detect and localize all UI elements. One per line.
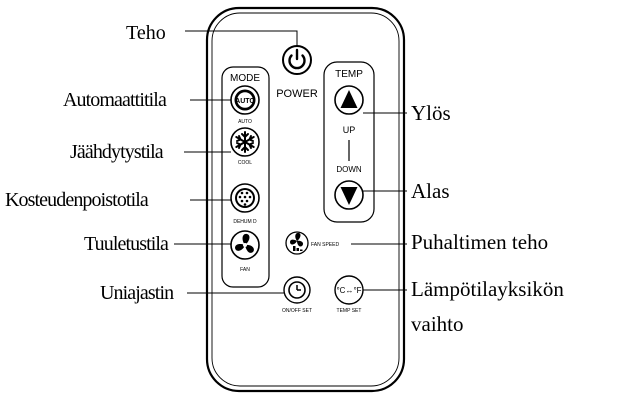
fan-speed-icon [290,232,304,251]
mode-group-frame [221,66,270,288]
callout-alas: Alas [411,179,450,203]
temp-label: TEMP [335,69,363,80]
dehum-label: DEHUM D [233,219,257,225]
callout-ylos: Ylös [411,101,451,125]
callout-teho: Teho [126,22,166,44]
up-button[interactable] [334,85,364,115]
cool-button[interactable] [230,127,260,157]
temp-set-label: TEMP SET [337,308,362,314]
temp-group-frame [323,61,375,223]
callout-uniajastin: Uniajastin [100,282,174,304]
up-triangle-icon [340,90,358,108]
down-button[interactable] [334,180,364,210]
leader-teho [185,30,298,46]
mode-label: MODE [230,73,260,84]
callout-vaihto: vaihto [411,312,464,336]
snowflake-icon [235,131,255,153]
fan-button[interactable] [230,230,260,260]
leader-lines [174,30,407,294]
callout-jaahdytystila: Jäähdytystila [70,141,164,163]
power-icon [288,48,306,70]
up-label: UP [343,125,356,135]
auto-label: AUTO [238,119,252,125]
power-button[interactable] [282,45,312,75]
temp-unit-button[interactable]: °C↔°F [334,275,364,305]
cool-label: COOL [238,160,252,166]
callout-lampotilayksikon: Lämpötilayksikön [411,277,564,301]
fan-label: FAN [240,267,250,273]
down-triangle-icon [340,187,358,205]
auto-icon: AUTO [234,89,256,111]
callout-kosteudenpoistotila: Kosteudenpoistotila [5,189,149,211]
auto-button[interactable]: AUTO [230,85,260,115]
temperature-unit-icon: °C↔°F [336,286,361,295]
auto-icon-text: AUTO [235,98,255,105]
fan-speed-button[interactable] [285,231,309,255]
clock-icon [288,281,306,299]
power-label: POWER [276,88,318,100]
callout-automaattitila: Automaattitila [63,89,167,111]
down-label: DOWN [336,165,362,174]
timer-button[interactable] [283,276,311,304]
fan-icon [235,233,254,253]
fan-speed-label: FAN SPEED [311,242,339,248]
dehum-button[interactable] [230,183,260,213]
callout-tuuletustila: Tuuletustila [84,233,169,255]
droplets-icon [235,188,255,208]
onoff-set-label: ON/OFF SET [282,308,312,314]
callout-puhaltimen-teho: Puhaltimen teho [411,230,549,254]
